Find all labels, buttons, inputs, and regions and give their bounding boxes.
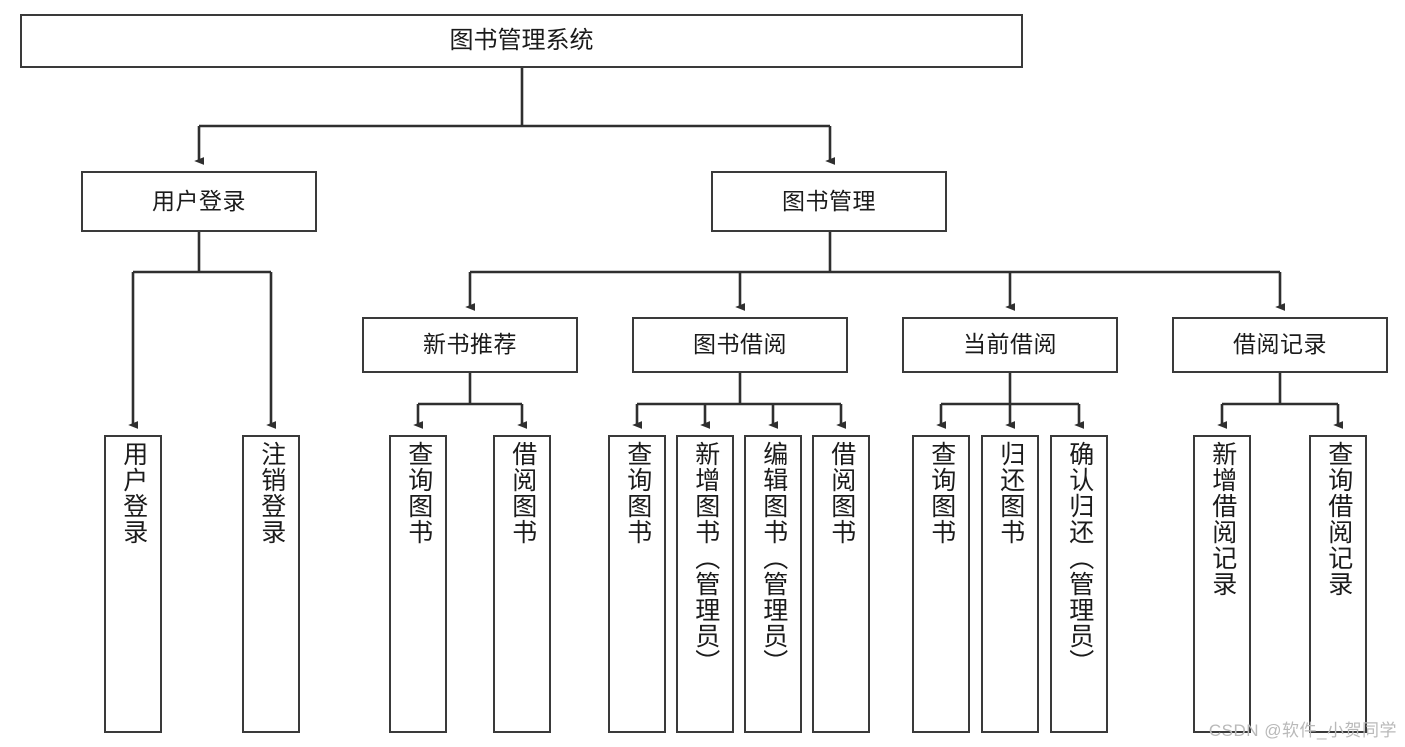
node-label: 查询图书 <box>404 441 433 545</box>
leaf-user-login[interactable]: 用户登录 <box>104 435 162 733</box>
node-label: 注销登录 <box>257 441 286 545</box>
node-label: 查询借阅记录 <box>1324 441 1353 597</box>
node-label: 新增借阅记录 <box>1208 441 1237 597</box>
watermark-text: CSDN @软件_小贺同学 <box>1208 721 1397 740</box>
node-label: 编辑图书（管理员） <box>759 441 788 675</box>
leaf-logout[interactable]: 注销登录 <box>242 435 300 733</box>
leaf-borrow-query-book[interactable]: 查询图书 <box>608 435 666 733</box>
node-book-management[interactable]: 图书管理 <box>711 171 947 232</box>
node-label: 图书管理系统 <box>449 26 594 54</box>
node-label: 新增图书（管理员） <box>691 441 720 675</box>
node-new-book-recommend[interactable]: 新书推荐 <box>362 317 578 373</box>
leaf-borrow-edit-book[interactable]: 编辑图书（管理员） <box>744 435 802 733</box>
leaf-borrow-borrow-book[interactable]: 借阅图书 <box>812 435 870 733</box>
node-root-system[interactable]: 图书管理系统 <box>20 14 1023 68</box>
node-label: 新书推荐 <box>423 331 517 358</box>
leaf-current-query-book[interactable]: 查询图书 <box>912 435 970 733</box>
leaf-current-return-book[interactable]: 归还图书 <box>981 435 1039 733</box>
leaf-records-add-record[interactable]: 新增借阅记录 <box>1193 435 1251 733</box>
node-label: 确认归还（管理员） <box>1065 441 1094 675</box>
node-label: 查询图书 <box>927 441 956 545</box>
node-label: 当前借阅 <box>963 331 1057 358</box>
node-user-login[interactable]: 用户登录 <box>81 171 317 232</box>
node-label: 图书管理 <box>782 187 876 214</box>
node-label: 归还图书 <box>996 441 1025 545</box>
leaf-newbook-query-book[interactable]: 查询图书 <box>389 435 447 733</box>
node-label: 图书借阅 <box>693 331 787 358</box>
leaf-records-query-record[interactable]: 查询借阅记录 <box>1309 435 1367 733</box>
node-label: 用户登录 <box>119 441 148 545</box>
node-label: 借阅图书 <box>508 441 537 545</box>
leaf-newbook-borrow-book[interactable]: 借阅图书 <box>493 435 551 733</box>
node-book-borrow[interactable]: 图书借阅 <box>632 317 848 373</box>
leaf-borrow-add-book[interactable]: 新增图书（管理员） <box>676 435 734 733</box>
node-label: 用户登录 <box>152 187 246 214</box>
node-label: 借阅图书 <box>827 441 856 545</box>
leaf-current-confirm-return[interactable]: 确认归还（管理员） <box>1050 435 1108 733</box>
node-borrow-records[interactable]: 借阅记录 <box>1172 317 1388 373</box>
node-label: 借阅记录 <box>1233 331 1327 358</box>
node-current-borrow[interactable]: 当前借阅 <box>902 317 1118 373</box>
node-label: 查询图书 <box>623 441 652 545</box>
